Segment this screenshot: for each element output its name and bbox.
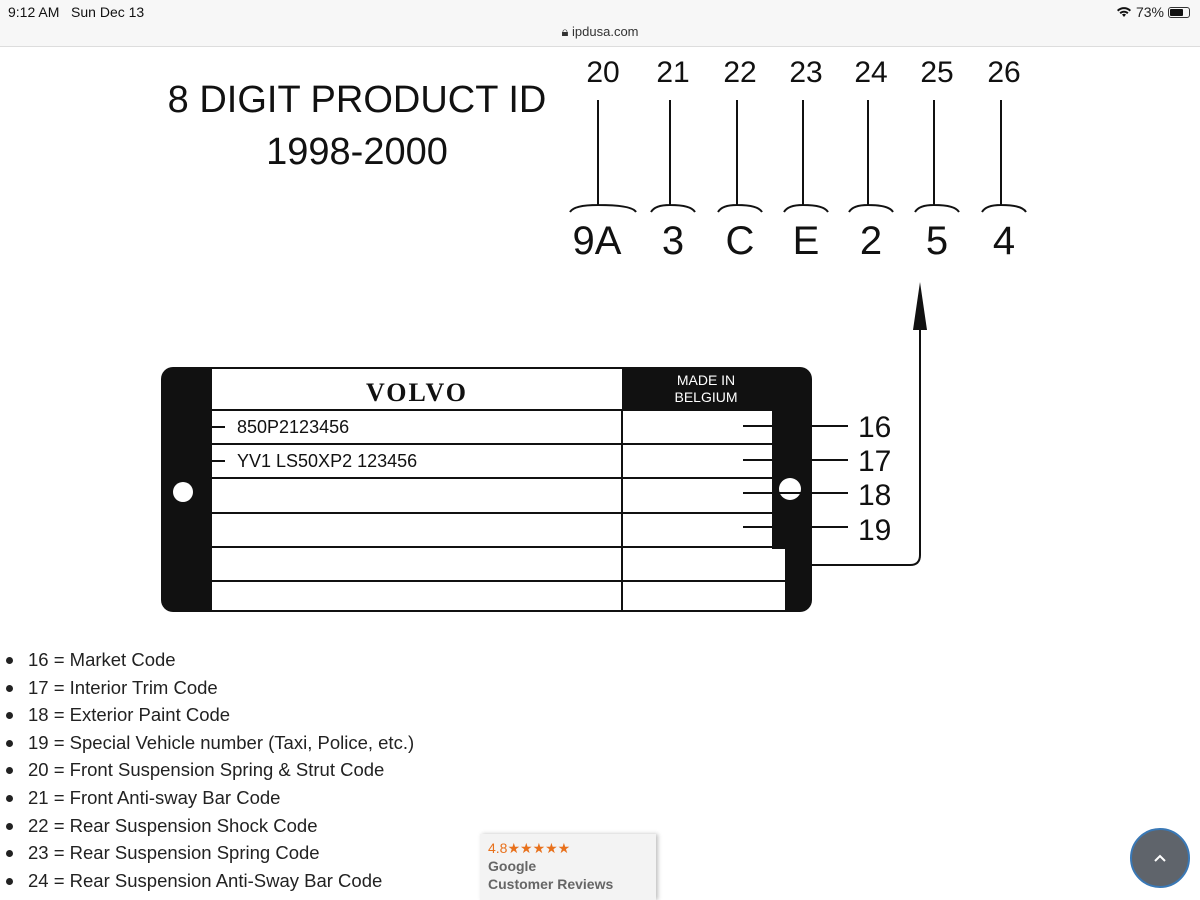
code-list-item: 19 = Special Vehicle number (Taxi, Polic…	[5, 729, 414, 757]
product-id-character: 5	[926, 219, 948, 263]
plate-made-in: MADE IN	[677, 372, 735, 388]
callout-16: 16	[858, 411, 891, 444]
code-list-item: 17 = Interior Trim Code	[5, 674, 414, 702]
product-id-character: C	[726, 219, 755, 263]
plate-brand: VOLVO	[366, 378, 468, 407]
code-list-item: 18 = Exterior Paint Code	[5, 701, 414, 729]
position-number: 21	[656, 56, 689, 89]
bracket-line	[981, 100, 1027, 213]
star-icons: ★★★★★	[507, 840, 571, 856]
plate-country: BELGIUM	[674, 389, 737, 405]
code-list-item: 22 = Rear Suspension Shock Code	[5, 812, 414, 840]
battery-percent: 73%	[1135, 4, 1164, 20]
code-list-item: 21 = Front Anti-sway Bar Code	[5, 784, 414, 812]
callout-18: 18	[858, 479, 891, 512]
time: 9:12 AM	[8, 4, 60, 20]
bracket-line	[848, 100, 894, 213]
plate-vin: YV1 LS50XP2 123456	[237, 451, 417, 471]
wifi-icon	[1116, 7, 1131, 17]
battery-icon	[1168, 6, 1190, 18]
date: Sun Dec 13	[71, 4, 145, 20]
code-list-item: 24 = Rear Suspension Anti-Sway Bar Code	[5, 867, 414, 895]
position-number: 26	[987, 56, 1020, 89]
position-number: 20	[586, 56, 619, 89]
scroll-to-top-button[interactable]	[1130, 828, 1190, 888]
rating: 4.8	[488, 840, 508, 856]
url-text: ipdusa.com	[572, 24, 639, 39]
code-list-item: 16 = Market Code	[5, 646, 414, 674]
diagram-years: 1998-2000	[266, 131, 448, 173]
product-id-diagram: 8 DIGIT PRODUCT ID 1998-2000 20 9A 21 3 22C 2…	[161, 56, 1027, 612]
status-bar: 9:12 AM Sun Dec 13 73% 🔒︎ ipdusa.com	[0, 0, 1200, 47]
callout-19: 19	[858, 514, 891, 547]
position-number: 23	[789, 56, 822, 89]
code-list-item: 23 = Rear Suspension Spring Code	[5, 839, 414, 867]
status-right: 73%	[1116, 4, 1190, 20]
reviews-label: Customer Reviews	[488, 876, 614, 892]
plate-model-code: 850P2123456	[237, 417, 349, 437]
google-reviews-badge[interactable]: 4.8★★★★★ Google Customer Reviews	[480, 834, 656, 900]
code-list-item: 20 = Front Suspension Spring & Strut Cod…	[5, 756, 414, 784]
arrow-head	[913, 282, 927, 330]
product-id-character: 4	[993, 219, 1015, 263]
product-id-character: 2	[860, 219, 882, 263]
position-number: 25	[920, 56, 953, 89]
bracket-line	[650, 100, 696, 213]
reviews-google: Google	[488, 858, 537, 874]
position-number: 24	[854, 56, 887, 89]
diagram-title: 8 DIGIT PRODUCT ID	[168, 79, 547, 121]
bracket-line	[717, 100, 763, 213]
product-id-character: 9A	[573, 219, 622, 263]
product-id-character: E	[793, 219, 820, 263]
lock-icon: 🔒︎	[561, 24, 569, 39]
address-bar[interactable]: 🔒︎ ipdusa.com	[450, 24, 750, 40]
arrow-line	[745, 320, 921, 566]
status-time: 9:12 AM Sun Dec 13	[8, 4, 144, 20]
position-number: 22	[723, 56, 756, 89]
bracket-line	[783, 100, 829, 213]
bracket-line	[914, 100, 960, 213]
product-id-character: 3	[662, 219, 684, 263]
callout-17: 17	[858, 445, 891, 478]
bracket-line	[569, 100, 637, 213]
chevron-up-icon	[1154, 854, 1166, 862]
